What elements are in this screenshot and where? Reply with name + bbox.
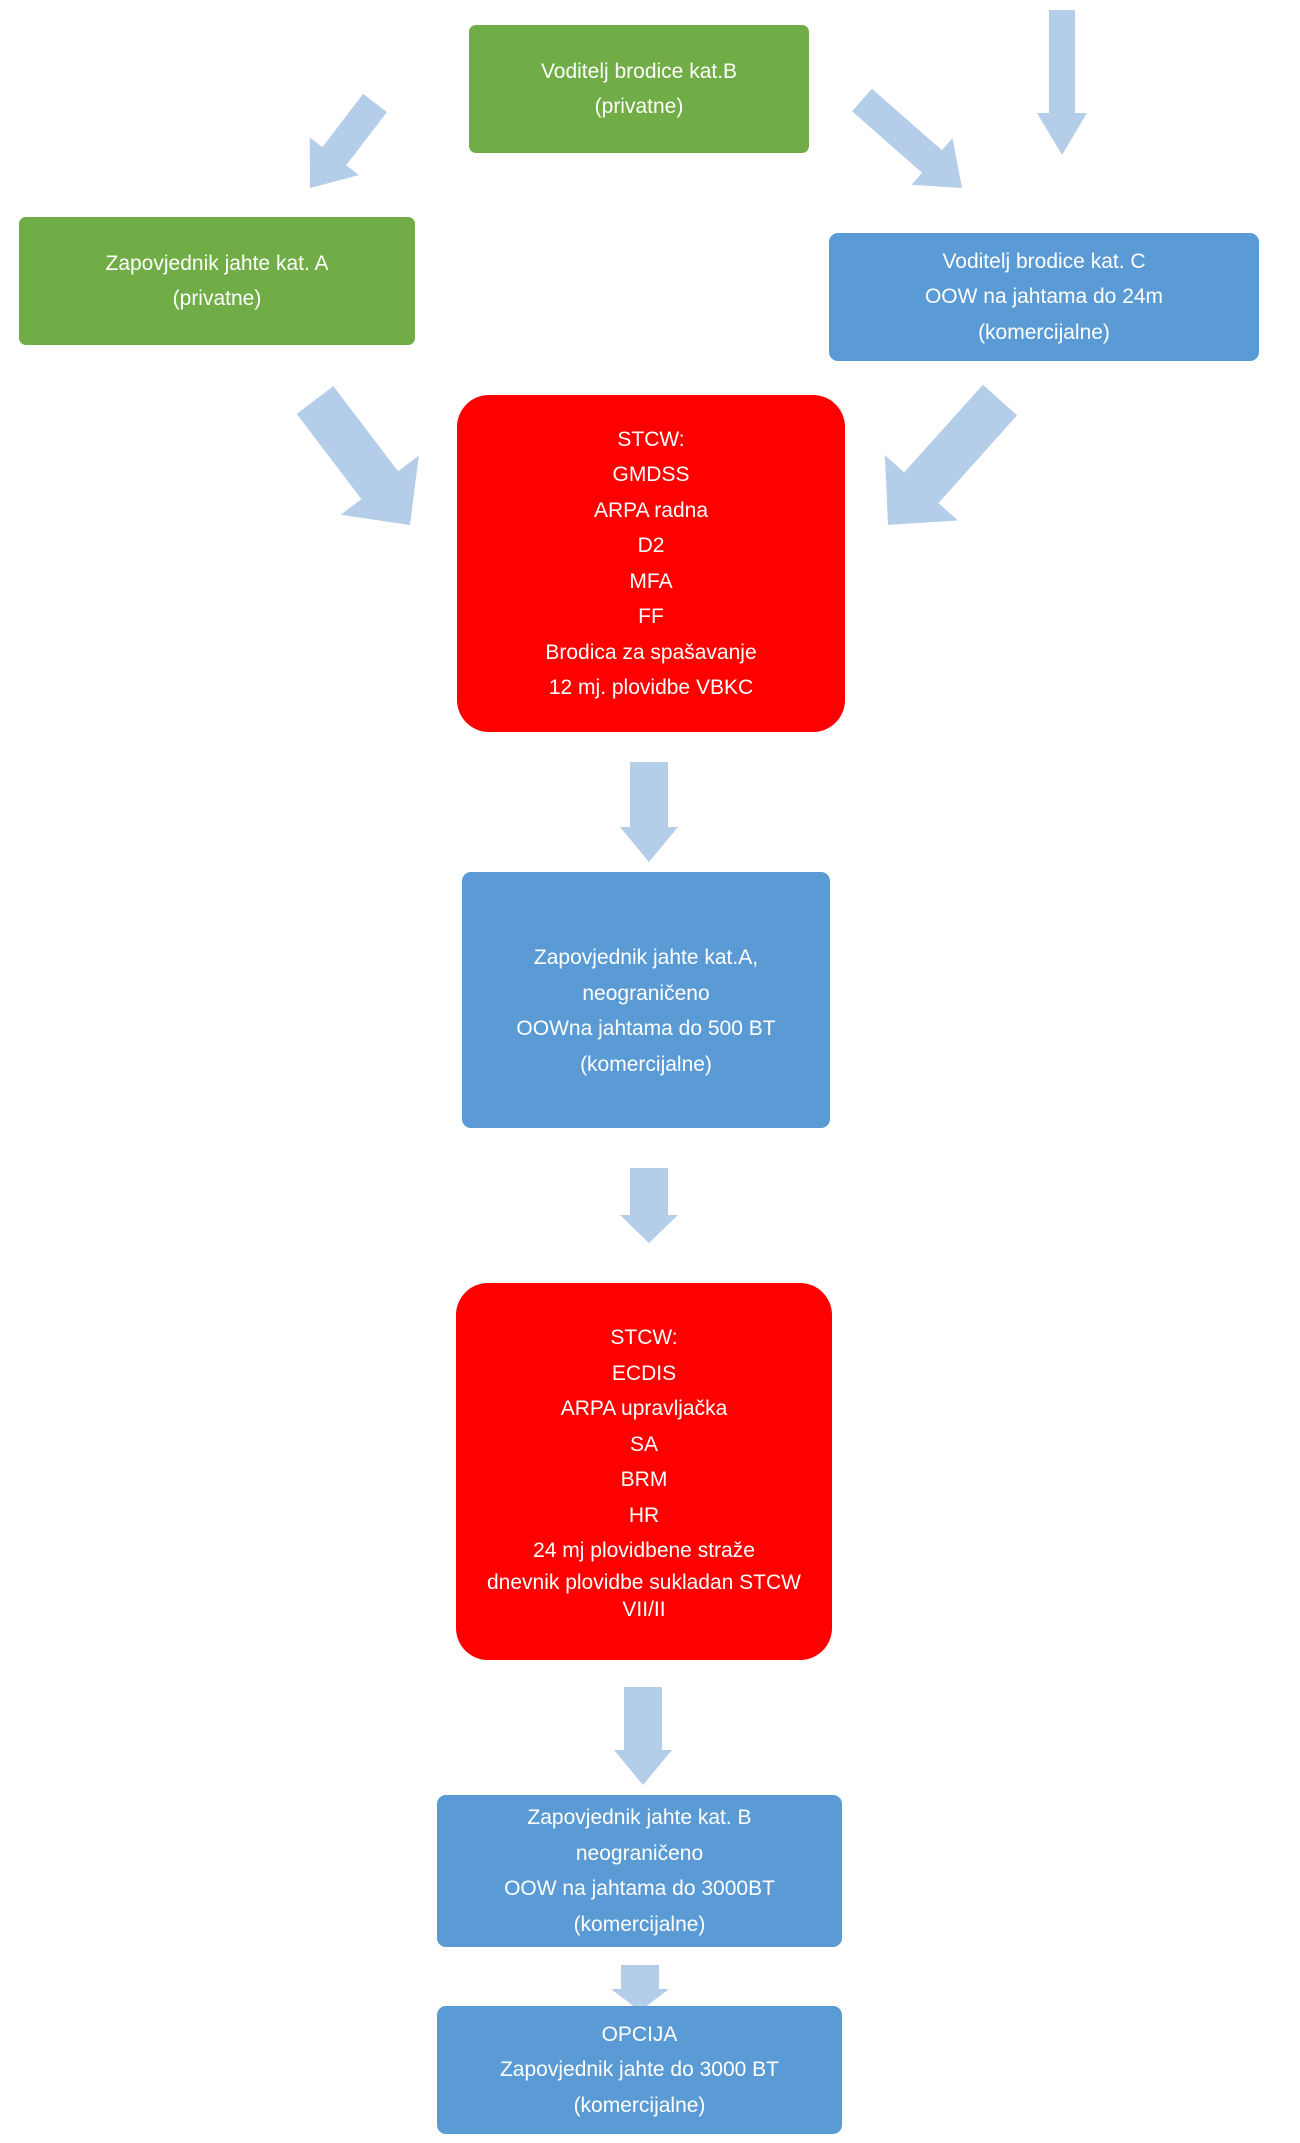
- node-text-line: ARPA upravljačka: [560, 1397, 728, 1421]
- arrow-stcw2-to-b-unlimited: [614, 1687, 672, 1785]
- node-text-line: (komercijalne): [573, 1912, 706, 1936]
- arrow-a-unlimited-to-stcw2: [620, 1168, 678, 1243]
- node-text-line: Zapovjednik jahte kat. B: [527, 1806, 752, 1829]
- node-text-line: (komercijalne): [573, 2093, 706, 2117]
- node-text-line: Voditelj brodice kat.B: [540, 59, 738, 83]
- node-captain-a-unlimited: Zapovjednik jahte kat.A, neograničeno OO…: [462, 872, 830, 1128]
- node-text-line: dnevnik plovidbe sukladan STCW: [487, 1570, 801, 1594]
- node-text-line: ARPA radna: [593, 498, 708, 522]
- node-text-line: Zapovjednik jahte kat.A,: [533, 946, 759, 969]
- node-text-line: (privatne): [172, 287, 262, 310]
- arrow-b-to-c: [852, 88, 962, 188]
- node-text-line: OOW na jahtama do 3000BT: [504, 1877, 775, 1900]
- node-text-line: OPCIJA: [601, 2022, 678, 2046]
- node-text-line: Brodica za spašavanje: [545, 640, 757, 664]
- node-option: OPCIJA Zapovjednik jahte do 3000 BT (kom…: [437, 2006, 842, 2134]
- node-text-line: MFA: [629, 569, 673, 593]
- node-text-line: OOW na jahtama do 24m: [924, 285, 1164, 309]
- node-text-line: Voditelj brodice kat. C: [942, 249, 1146, 273]
- node-text-line: VII/II: [622, 1597, 666, 1621]
- node-skipper-b-private: Voditelj brodice kat.B (privatne): [469, 25, 809, 153]
- node-text-line: (komercijalne): [978, 320, 1110, 344]
- node-text-line: BRM: [620, 1468, 668, 1492]
- node-text-line: FF: [638, 605, 664, 628]
- node-text-line: HR: [628, 1503, 660, 1527]
- node-captain-b-unlimited: Zapovjednik jahte kat. B neograničeno OO…: [437, 1795, 842, 1947]
- node-text-line: GMDSS: [612, 463, 690, 486]
- node-stcw-block-2: STCW: ECDIS ARPA upravljačka SA BRM HR 2…: [456, 1283, 832, 1660]
- node-text-line: STCW:: [617, 427, 685, 451]
- node-text-line: STCW:: [610, 1326, 678, 1350]
- node-text-line: D2: [637, 534, 665, 557]
- node-captain-a-private: Zapovjednik jahte kat. A (privatne): [19, 217, 415, 345]
- node-text-line: OOWna jahtama do 500 BT: [516, 1017, 776, 1040]
- node-text-line: 12 mj. plovidbe VBKC: [548, 676, 754, 699]
- node-text-line: Zapovjednik jahte kat. A: [105, 251, 329, 275]
- arrow-c-to-stcw1: [884, 384, 1018, 525]
- node-text-line: (privatne): [594, 95, 684, 118]
- node-text-line: ECDIS: [611, 1361, 677, 1385]
- arrow-top-right-down: [1037, 10, 1087, 155]
- arrow-b-to-a-private: [309, 93, 387, 188]
- arrow-a-private-to-stcw1: [296, 386, 419, 525]
- node-stcw-block-1: STCW: GMDSS ARPA radna D2 MFA FF Brodica…: [457, 395, 845, 732]
- node-text-line: Zapovjednik jahte do 3000 BT: [499, 2058, 780, 2082]
- node-text-line: (komercijalne): [580, 1052, 712, 1076]
- node-text-line: neograničeno: [582, 981, 710, 1005]
- arrow-b-unlimited-to-option: [611, 1965, 669, 2011]
- node-text-line: SA: [629, 1432, 658, 1456]
- node-skipper-c-commercial: Voditelj brodice kat. C OOW na jahtama d…: [829, 233, 1259, 361]
- node-text-line: 24 mj plovidbene straže: [533, 1539, 755, 1563]
- node-text-line: neograničeno: [575, 1841, 704, 1865]
- arrow-stcw1-to-a-unlimited: [620, 762, 678, 862]
